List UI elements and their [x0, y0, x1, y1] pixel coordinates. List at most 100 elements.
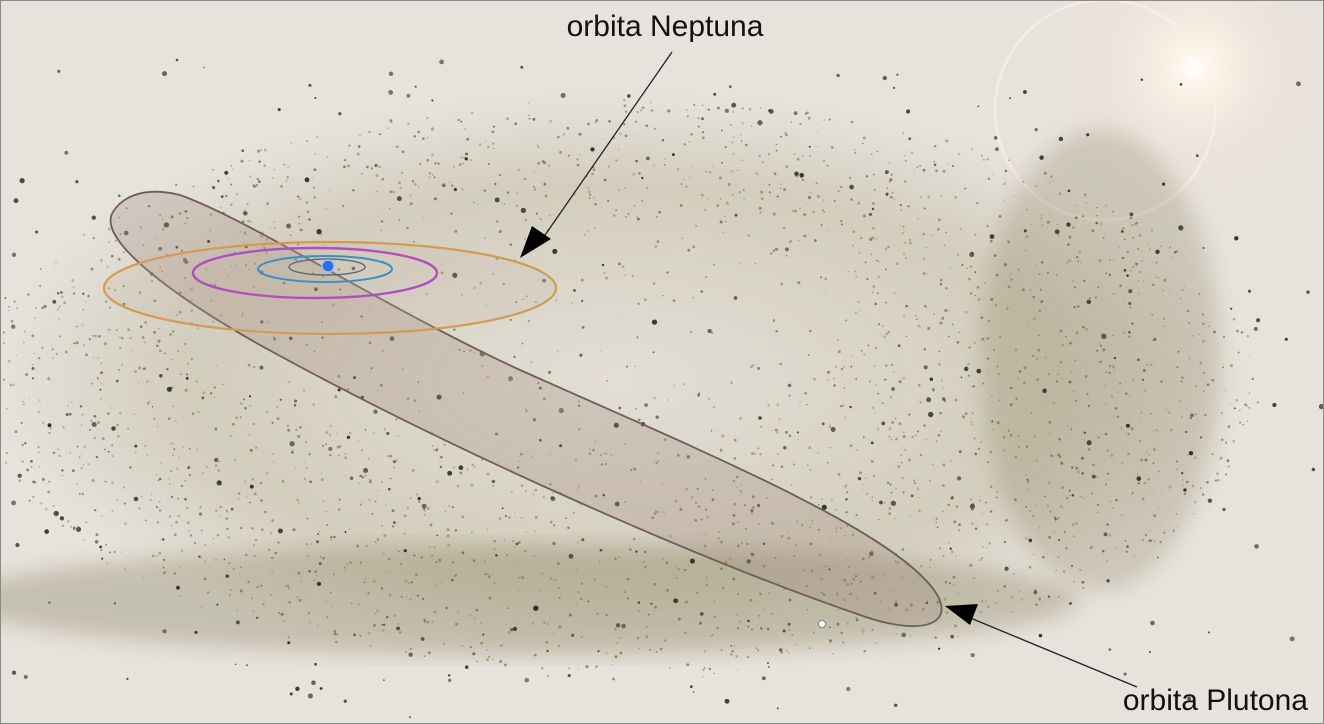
- belt-dust-particle: [940, 195, 942, 197]
- belt-dust-particle: [293, 528, 296, 531]
- belt-dust-particle: [1013, 573, 1015, 575]
- belt-dust-particle: [82, 414, 84, 416]
- belt-dust-particle: [1003, 450, 1005, 452]
- belt-dust-particle: [822, 199, 824, 201]
- belt-dust-particle: [1212, 379, 1215, 382]
- belt-dust-particle: [300, 228, 303, 231]
- belt-dust-particle: [830, 641, 832, 643]
- belt-object: [1254, 544, 1259, 549]
- belt-dust-particle: [330, 425, 332, 427]
- belt-object: [731, 103, 736, 108]
- belt-dust-particle: [271, 557, 273, 559]
- belt-dust-particle: [794, 210, 797, 213]
- belt-dust-particle: [499, 559, 500, 560]
- belt-dust-particle: [683, 383, 685, 385]
- belt-dust-particle: [987, 524, 989, 526]
- belt-dust-particle: [1015, 398, 1017, 400]
- belt-dust-particle: [1040, 289, 1042, 291]
- belt-dust-particle: [111, 455, 113, 457]
- belt-dust-particle: [1164, 279, 1167, 282]
- belt-dust-particle: [489, 597, 492, 600]
- belt-object: [794, 111, 798, 115]
- belt-dust-particle: [755, 647, 757, 649]
- belt-dust-particle: [307, 555, 309, 557]
- belt-object: [162, 629, 166, 633]
- belt-object: [883, 76, 887, 80]
- belt-dust-particle: [353, 634, 356, 637]
- belt-dust-particle: [492, 658, 494, 660]
- belt-dust-particle: [203, 447, 204, 448]
- belt-dust-particle: [934, 163, 937, 166]
- belt-dust-particle: [76, 341, 79, 344]
- belt-dust-particle: [976, 202, 978, 204]
- belt-dust-particle: [1097, 504, 1099, 506]
- belt-dust-particle: [253, 423, 255, 425]
- belt-dust-particle: [634, 366, 636, 368]
- belt-dust-particle: [1135, 263, 1138, 266]
- belt-dust-particle: [992, 429, 993, 430]
- belt-dust-particle: [155, 555, 157, 557]
- belt-dust-particle: [713, 406, 715, 408]
- belt-object: [101, 558, 103, 560]
- belt-object: [447, 471, 452, 476]
- belt-dust-particle: [739, 191, 741, 193]
- belt-dust-particle: [398, 181, 401, 184]
- belt-dust-particle: [638, 610, 640, 612]
- belt-object: [436, 534, 438, 536]
- belt-dust-particle: [1006, 519, 1008, 521]
- belt-dust-particle: [854, 152, 856, 154]
- belt-dust-particle: [895, 418, 897, 420]
- belt-dust-particle: [1025, 506, 1027, 508]
- belt-dust-particle: [943, 170, 946, 173]
- belt-dust-particle: [576, 569, 578, 571]
- belt-dust-particle: [1044, 172, 1047, 175]
- belt-dust-particle: [394, 614, 397, 617]
- belt-dust-particle: [1075, 216, 1078, 219]
- belt-dust-particle: [244, 480, 246, 482]
- belt-dust-particle: [731, 650, 734, 653]
- belt-dust-particle: [364, 474, 367, 477]
- belt-dust-particle: [457, 485, 460, 488]
- belt-dust-particle: [953, 576, 956, 579]
- belt-dust-particle: [1032, 515, 1035, 518]
- belt-dust-particle: [749, 108, 752, 111]
- belt-dust-particle: [751, 628, 753, 630]
- belt-dust-particle: [985, 600, 987, 602]
- belt-dust-particle: [1092, 285, 1093, 286]
- belt-dust-particle: [942, 555, 944, 557]
- belt-dust-particle: [83, 445, 86, 448]
- belt-dust-particle: [1085, 196, 1086, 197]
- belt-object: [1095, 222, 1097, 224]
- belt-dust-particle: [968, 346, 970, 348]
- belt-dust-particle: [1091, 380, 1092, 381]
- belt-object: [1121, 230, 1124, 233]
- belt-dust-particle: [508, 631, 510, 633]
- belt-dust-particle: [1203, 372, 1205, 374]
- belt-dust-particle: [438, 163, 440, 165]
- belt-dust-particle: [163, 571, 166, 574]
- belt-dust-particle: [678, 568, 680, 570]
- belt-dust-particle: [1212, 453, 1214, 455]
- belt-dust-particle: [903, 435, 906, 438]
- belt-object: [627, 94, 631, 98]
- belt-dust-particle: [249, 434, 251, 436]
- belt-dust-particle: [244, 210, 246, 212]
- belt-dust-particle: [1168, 412, 1170, 414]
- belt-dust-particle: [313, 404, 315, 406]
- belt-dust-particle: [102, 437, 105, 440]
- belt-dust-particle: [3, 379, 5, 381]
- belt-object: [571, 634, 574, 637]
- belt-dust-particle: [393, 521, 396, 524]
- belt-dust-particle: [623, 123, 625, 125]
- belt-object: [465, 665, 469, 669]
- belt-dust-particle: [71, 279, 74, 282]
- belt-dust-particle: [98, 357, 99, 358]
- belt-dust-particle: [101, 383, 103, 385]
- belt-dust-particle: [861, 629, 863, 631]
- belt-dust-particle: [52, 348, 54, 350]
- belt-dust-particle: [32, 496, 34, 498]
- belt-dust-particle: [797, 158, 800, 161]
- belt-dust-particle: [199, 506, 201, 508]
- belt-dust-particle: [1003, 182, 1006, 185]
- belt-dust-particle: [38, 411, 40, 413]
